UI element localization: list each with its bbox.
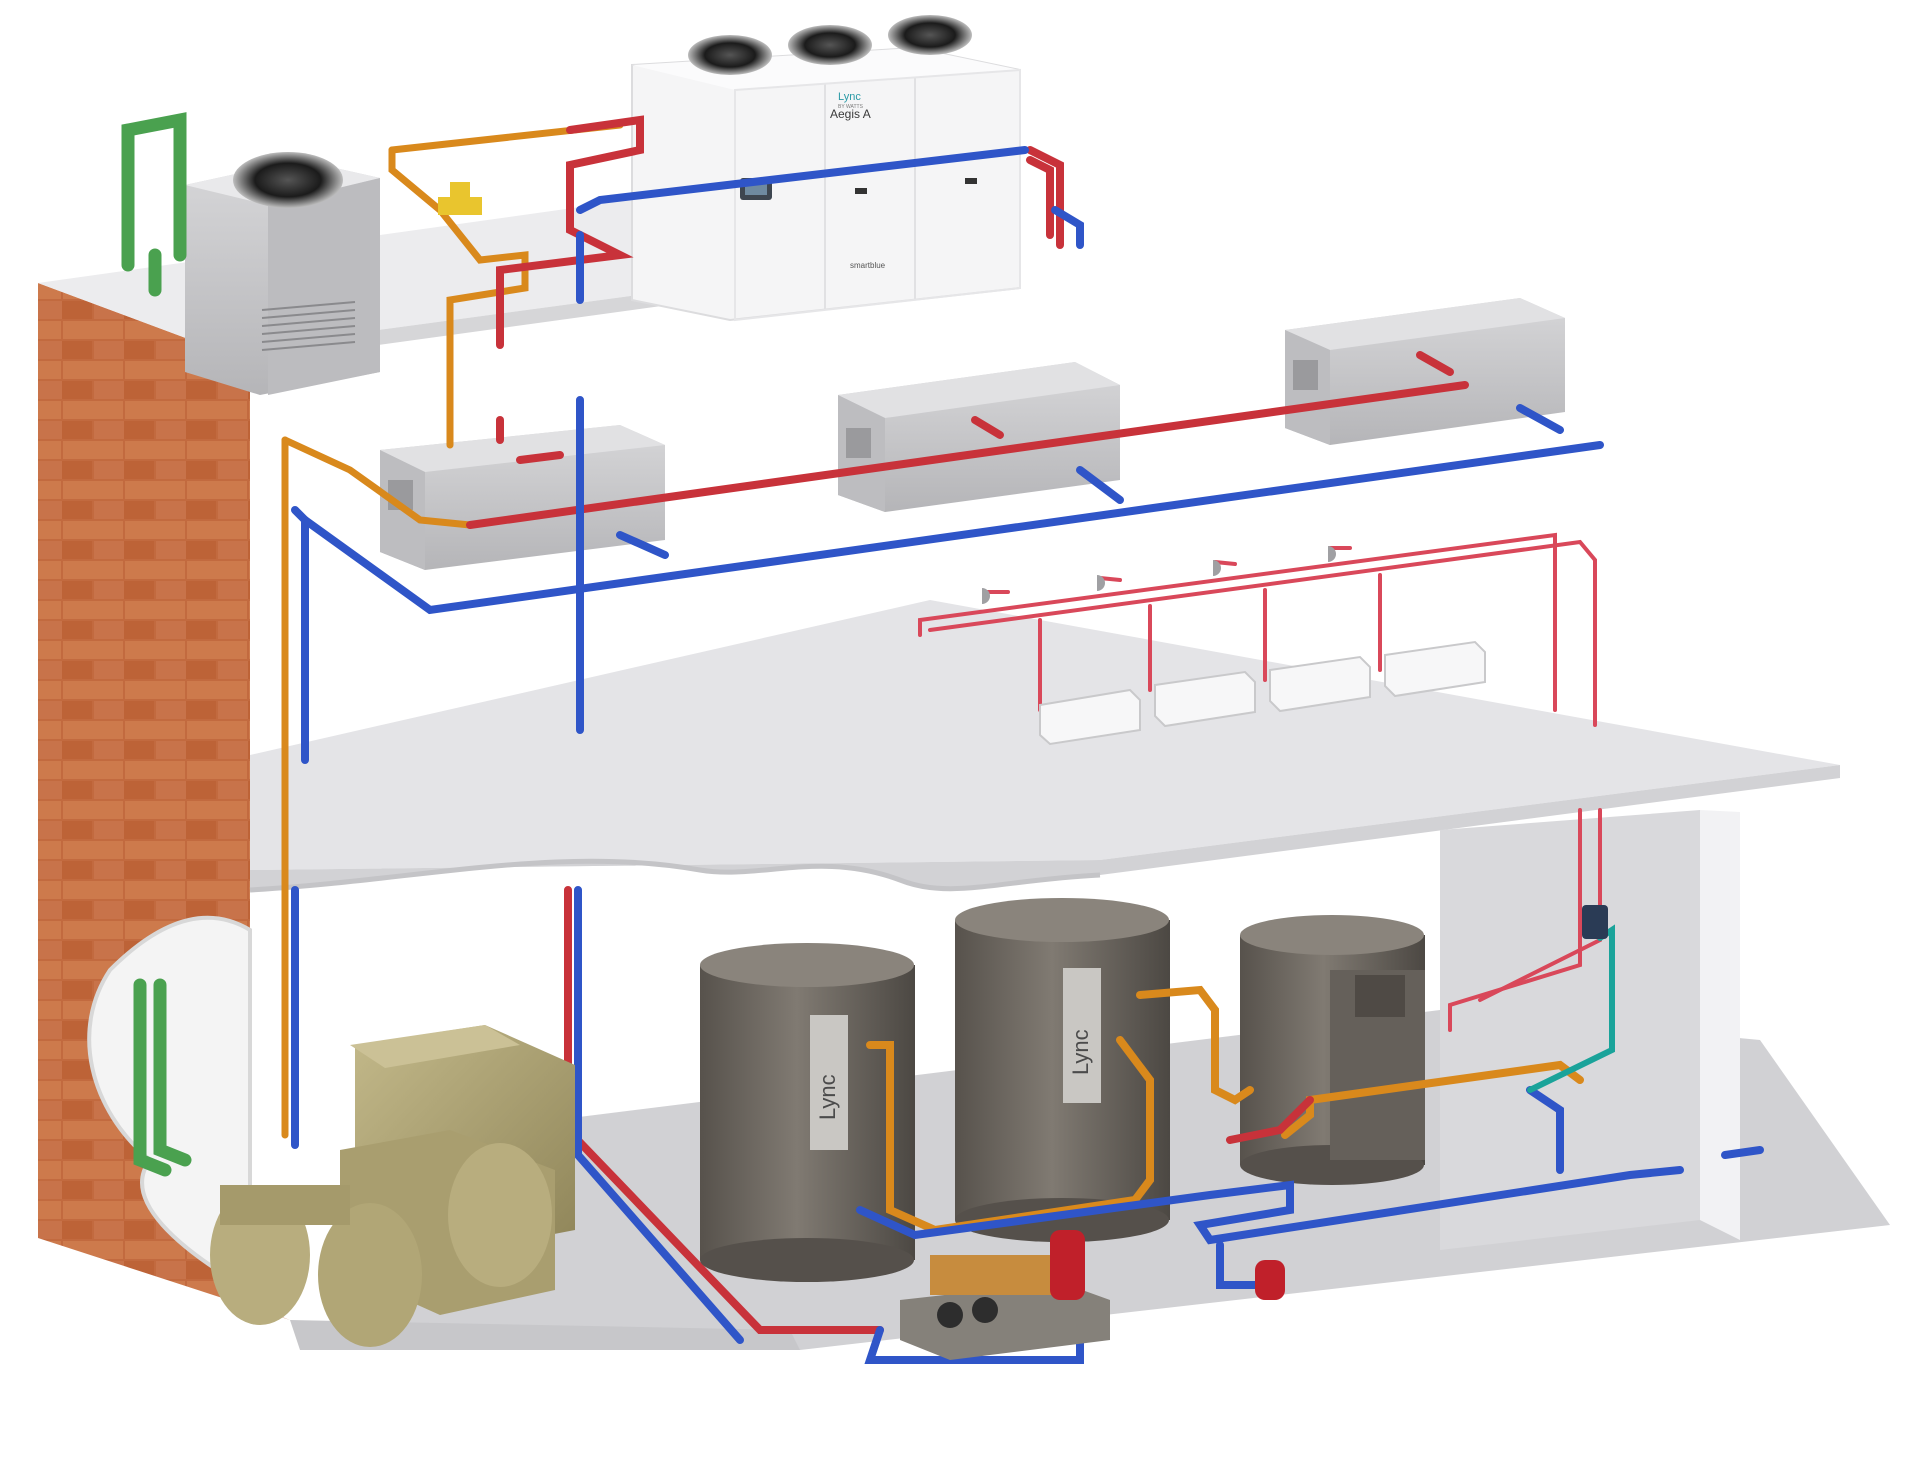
pump-icon xyxy=(972,1297,998,1323)
hot-supply-piping xyxy=(466,115,1469,1334)
floor-cutaway-edge xyxy=(249,858,1101,893)
cold-return-piping xyxy=(291,146,1604,1344)
roof-valve-icon xyxy=(438,182,482,215)
pump-manifold-skid xyxy=(900,1230,1110,1360)
air-handler-3 xyxy=(1285,298,1565,445)
chiller-barrel-end xyxy=(318,1203,422,1347)
cooling-tower-fan-icon xyxy=(233,152,343,208)
electric-water-heater xyxy=(1240,915,1425,1185)
air-handler-1 xyxy=(380,425,665,570)
air-handler-2 xyxy=(838,362,1120,512)
cooling-tower xyxy=(185,152,380,395)
fan-icon xyxy=(888,15,972,55)
brick-wall xyxy=(38,283,290,1320)
storage-tank-2: Lync xyxy=(955,898,1170,1242)
tank-2-brand: Lync xyxy=(1068,1029,1093,1075)
fan-icon xyxy=(688,35,772,75)
heat-pump-brand: Lync xyxy=(838,91,861,103)
heat-pump-model: Aegis A xyxy=(830,107,871,121)
fan-icon xyxy=(788,25,872,65)
wall-cutaway-opening xyxy=(87,915,252,1294)
heat-pump-footer-brand: smartblue xyxy=(850,261,886,270)
sink-icon xyxy=(1039,640,1486,746)
heater-control-panel-icon xyxy=(1355,975,1405,1017)
expansion-tank-icon xyxy=(1050,1230,1085,1300)
tank-1-brand: Lync xyxy=(815,1074,840,1120)
showerhead-icon xyxy=(982,546,1336,604)
chiller xyxy=(210,1025,575,1347)
pump-icon xyxy=(937,1302,963,1328)
storage-tank-1: Lync xyxy=(700,943,915,1282)
chiller-barrel-end xyxy=(448,1143,552,1287)
mixing-valve-icon xyxy=(1582,905,1608,939)
condenser-water-piping xyxy=(121,112,192,1177)
heat-pump-unit: Lync BY WATTS Aegis A smartblue xyxy=(631,15,1021,322)
basement-side-wall xyxy=(1440,810,1700,1250)
heat-pump-brand-sub: BY WATTS xyxy=(838,104,864,110)
louver-grille xyxy=(261,301,356,351)
expansion-tank-icon xyxy=(1255,1260,1285,1300)
domestic-hot-water-loop xyxy=(918,532,1602,1032)
fixtures xyxy=(982,546,1486,746)
